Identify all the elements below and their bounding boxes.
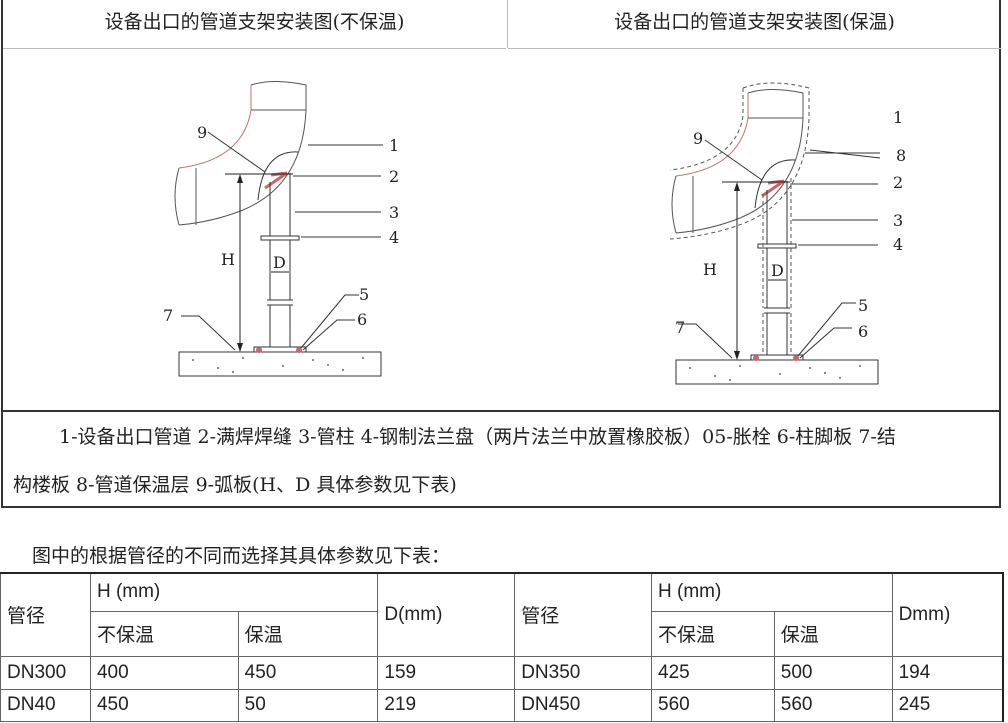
header-h: H (mm): [89, 572, 379, 612]
svg-text:D: D: [771, 261, 784, 280]
table-caption: 图中的根据管径的不同而选择其具体参数见下表：: [32, 545, 451, 567]
cell: 450: [89, 688, 239, 722]
legend-line-2: 构楼板 8-管道保温层 9-弧板(H、D 具体参数见下表): [13, 474, 457, 496]
cell: 245: [891, 688, 1004, 722]
svg-text:5: 5: [359, 285, 369, 304]
svg-text:3: 3: [893, 211, 903, 230]
labels-left: 1 2 3 4 5 6 7 9 H D: [163, 123, 399, 329]
svg-text:4: 4: [389, 228, 399, 247]
header-h2: H (mm): [651, 572, 893, 612]
cell: 50: [237, 688, 379, 722]
legend-line-1: 1-设备出口管道 2-满焊焊缝 3-管柱 4-钢制法兰盘（两片法兰中放置橡胶板）…: [59, 426, 896, 448]
divider: [507, 0, 508, 48]
svg-text:8: 8: [896, 146, 906, 165]
svg-text:1: 1: [893, 108, 903, 127]
cell: 560: [651, 688, 775, 722]
cell: 450: [237, 655, 379, 690]
cell: DN40: [0, 688, 91, 722]
cell: 159: [377, 655, 516, 690]
parameter-table: 管径 H (mm) D(mm) 管径 H (mm) Dmm) 不保温 保温 不保…: [0, 572, 1004, 722]
header-insulation: 保温: [237, 610, 379, 657]
header-dn2: 管径: [514, 572, 652, 657]
cell: DN300: [0, 655, 91, 690]
svg-text:2: 2: [389, 167, 399, 186]
svg-text:H: H: [703, 260, 717, 279]
svg-text:3: 3: [389, 203, 399, 222]
header-no-insulation: 不保温: [89, 610, 239, 657]
installation-drawings: 1 2 3 4 5 6 7 9 H D 1 8 2 3 4 5 6 7 9 H …: [163, 80, 906, 386]
svg-text:9: 9: [693, 129, 703, 148]
header-d: D(mm): [377, 572, 516, 657]
drawing-insulation: [669, 82, 882, 386]
cell: DN350: [514, 655, 652, 690]
cell: 425: [651, 655, 775, 690]
header-no-insulation-2: 不保温: [651, 610, 775, 657]
svg-text:7: 7: [163, 306, 173, 325]
legend: 1-设备出口管道 2-满焊焊缝 3-管柱 4-钢制法兰盘（两片法兰中放置橡胶板）…: [3, 410, 1001, 508]
cell: 560: [773, 688, 893, 722]
svg-text:2: 2: [893, 173, 903, 192]
svg-text:D: D: [273, 253, 286, 272]
drawing-frame: 设备出口的管道支架安装图(不保温) 设备出口的管道支架安装图(保温): [1, 0, 1001, 508]
svg-text:5: 5: [858, 296, 868, 315]
cell: DN450: [514, 688, 652, 722]
title-right: 设备出口的管道支架安装图(保温): [508, 0, 1001, 49]
svg-text:9: 9: [197, 123, 207, 142]
cell: 500: [773, 655, 893, 690]
svg-text:7: 7: [675, 318, 685, 337]
svg-text:1: 1: [389, 136, 399, 155]
header-insulation-2: 保温: [773, 610, 893, 657]
cell: 194: [891, 655, 1004, 690]
labels-right: 1 8 2 3 4 5 6 7 9 H D: [675, 108, 906, 341]
svg-text:6: 6: [858, 322, 868, 341]
header-d2: Dmm): [891, 572, 1004, 657]
svg-text:4: 4: [893, 235, 903, 254]
cell: 400: [89, 655, 239, 690]
cell: 219: [377, 688, 516, 722]
svg-text:H: H: [221, 250, 235, 269]
title-left: 设备出口的管道支架安装图(不保温): [3, 0, 506, 49]
header-dn: 管径: [0, 572, 91, 657]
svg-text:6: 6: [357, 310, 367, 329]
